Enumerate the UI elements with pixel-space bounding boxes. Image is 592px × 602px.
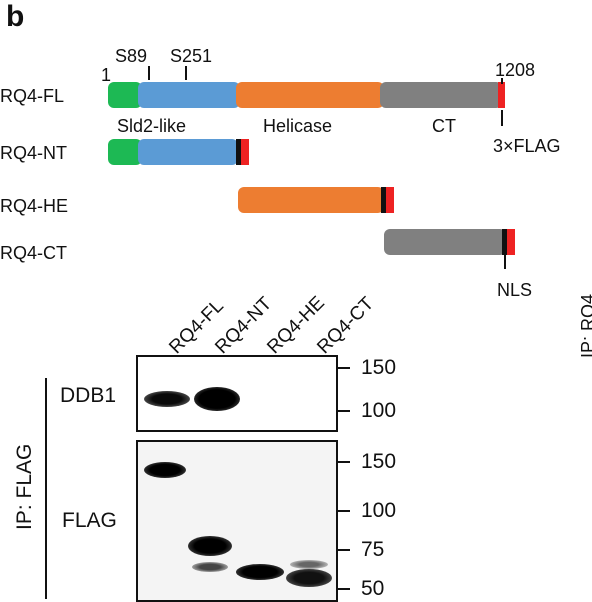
cropped-ip-label: IP: RQ4: [578, 293, 592, 358]
ddb1-blot: [136, 355, 338, 432]
ip-bracket-line: [45, 378, 47, 599]
nls-pointer-line: [504, 255, 506, 269]
sld2-like-label: Sld2-like: [117, 116, 187, 136]
flag-blot-label: FLAG: [62, 509, 117, 532]
flag-band-nt-lower: [192, 562, 228, 572]
flag-band-he: [236, 564, 284, 580]
flag-pointer-line: [501, 110, 503, 126]
ct-domain: [384, 229, 506, 255]
ddb1-marker-100: 100: [361, 399, 397, 422]
ip-flag-label: IP: FLAG: [13, 443, 36, 530]
construct-label-he: RQ4-HE: [0, 196, 69, 216]
residue-s251-label: S251: [170, 46, 213, 66]
flag-marker-50: 50: [361, 577, 385, 600]
flag-tag: [386, 187, 394, 213]
nls-label: NLS: [497, 280, 533, 300]
residue-end-label: 1208: [495, 60, 536, 80]
nls-segment: [502, 229, 507, 255]
helicase-label: Helicase: [263, 116, 333, 136]
ddb1-label: DDB1: [60, 384, 117, 407]
s251-tick: [185, 66, 187, 80]
flag-tag: [241, 139, 249, 165]
flag-marker-75: 75: [361, 538, 385, 561]
residue-s89-label: S89: [115, 46, 148, 66]
ddb1-band-nt: [194, 387, 240, 411]
flag-marker-100: 100: [361, 499, 397, 522]
sld2-domain: [138, 139, 238, 165]
ct-domain: [380, 82, 502, 108]
flag-marker-tick-100: [338, 510, 350, 512]
ddb1-marker-tick-100: [338, 410, 350, 412]
flag-tag: [507, 229, 515, 255]
residue-start-label: 1: [101, 65, 112, 85]
ddb1-marker-tick-150: [338, 367, 350, 369]
flag-marker-150: 150: [361, 450, 397, 473]
flag-marker-tick-50: [338, 588, 350, 590]
ddb1-marker-150: 150: [361, 356, 397, 379]
flag-tag: [498, 82, 505, 108]
flag-band-fl: [144, 462, 186, 478]
helicase-domain: [238, 187, 384, 213]
sld2-domain: [138, 82, 240, 108]
flag-blot: [136, 440, 338, 602]
panel-label: b: [6, 0, 25, 33]
flag-band-ct: [286, 569, 332, 587]
nls-segment: [236, 139, 241, 165]
end-tick: [501, 78, 503, 84]
nls-segment: [381, 187, 386, 213]
flag-tag-label: 3×FLAG: [493, 136, 561, 156]
sld2-n-domain: [108, 82, 142, 108]
construct-label-nt: RQ4-NT: [0, 143, 67, 163]
construct-label-fl: RQ4-FL: [0, 86, 65, 106]
ct-label: CT: [432, 116, 456, 136]
flag-marker-tick-75: [338, 549, 350, 551]
s89-tick: [148, 66, 150, 80]
helicase-domain: [236, 82, 384, 108]
flag-band-nt: [188, 536, 232, 556]
ddb1-band-fl: [144, 391, 190, 407]
flag-band-ct-upper: [290, 560, 328, 569]
flag-marker-tick-150: [338, 461, 350, 463]
construct-label-ct: RQ4-CT: [0, 243, 67, 263]
sld2-n-domain: [108, 139, 142, 165]
